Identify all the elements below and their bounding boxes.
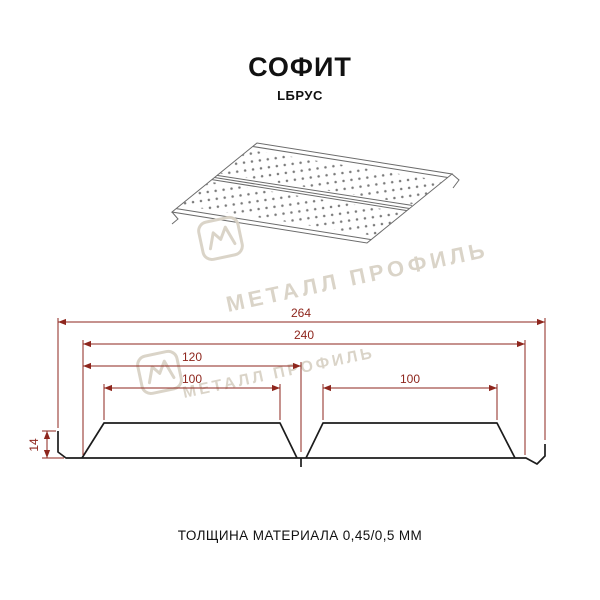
dimension-label: 264 bbox=[291, 306, 311, 320]
dimension-pan-right: 100 bbox=[322, 372, 498, 420]
profile-left-pan bbox=[81, 422, 298, 459]
dimension-label: 14 bbox=[27, 438, 41, 452]
panel-left-hem bbox=[171, 211, 179, 225]
thickness-note: ТОЛЩИНА МАТЕРИАЛА 0,45/0,5 ММ bbox=[177, 528, 423, 543]
product-subtitle: LБРУС bbox=[277, 88, 323, 103]
watermark-text: МЕТАЛЛ ПРОФИЛЬ bbox=[224, 237, 491, 317]
profile-right-pan bbox=[305, 422, 516, 459]
dimension-pan-left: 100 bbox=[103, 372, 281, 420]
watermark-logo-icon bbox=[195, 214, 246, 263]
product-title: СОФИТ bbox=[248, 52, 352, 82]
dimensions: 264 240 120 100 bbox=[27, 306, 546, 459]
dimension-label: 100 bbox=[182, 372, 202, 386]
panel-groove-line bbox=[214, 177, 410, 209]
perforation-band-near bbox=[180, 181, 405, 237]
perforation-band-far bbox=[219, 149, 444, 205]
cross-section-profile bbox=[57, 422, 546, 467]
dimension-label: 120 bbox=[182, 350, 202, 364]
profile-base-line bbox=[57, 431, 546, 465]
dimension-cover-width: 240 bbox=[82, 328, 526, 455]
panel-illustration bbox=[170, 142, 460, 244]
panel-fold-line bbox=[211, 179, 408, 212]
dimension-label: 100 bbox=[400, 372, 420, 386]
panel-fold-line bbox=[176, 208, 372, 241]
dimension-height: 14 bbox=[27, 430, 64, 459]
watermark-text: МЕТАЛЛ ПРОФИЛЬ bbox=[181, 345, 376, 402]
panel-fold-line bbox=[216, 174, 413, 206]
dimension-overall-width: 264 bbox=[57, 306, 546, 440]
dimension-half-width: 120 bbox=[83, 350, 302, 452]
panel-fold-line bbox=[252, 146, 448, 178]
dimension-label: 240 bbox=[294, 328, 314, 342]
panel-right-hem bbox=[451, 173, 460, 189]
